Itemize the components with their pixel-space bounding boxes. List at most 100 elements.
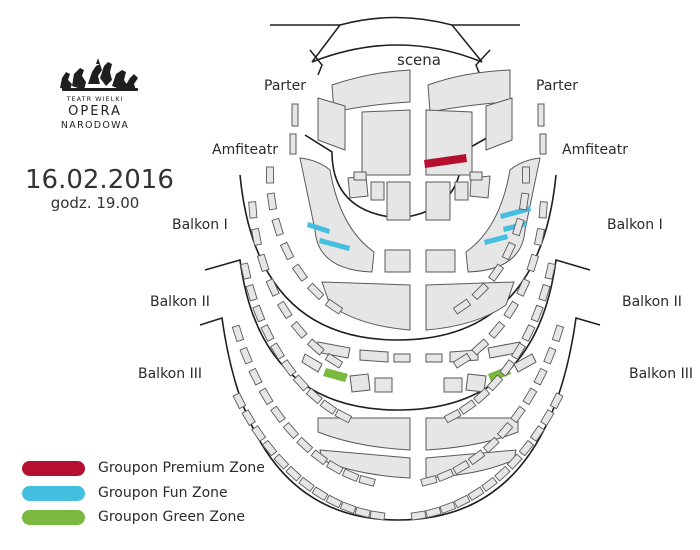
side-box <box>354 506 371 519</box>
side-box <box>280 359 297 377</box>
legend-item-premium: Groupon Premium Zone <box>22 459 265 477</box>
balkon2-arc-left <box>199 316 399 521</box>
side-box <box>245 283 258 302</box>
side-box <box>305 387 323 405</box>
logo-quadriga <box>60 58 138 91</box>
legend-swatch-fun <box>22 485 85 501</box>
side-box <box>325 460 344 475</box>
side-box <box>271 217 284 237</box>
side-box <box>358 475 376 487</box>
balkon1-blocks <box>301 341 537 393</box>
side-box <box>496 422 514 440</box>
side-box <box>319 399 338 415</box>
side-box <box>452 460 471 475</box>
side-box <box>311 486 329 501</box>
side-box <box>467 449 486 466</box>
balkon1-label-left: Balkon I <box>172 217 228 233</box>
side-box <box>522 166 530 184</box>
logo-line-narodowa: NARODOWA <box>60 120 130 131</box>
side-box <box>325 494 343 509</box>
side-box <box>266 192 278 211</box>
side-box <box>310 449 329 466</box>
side-box <box>540 409 555 427</box>
stage-label: scena <box>397 51 441 69</box>
side-box <box>265 278 280 297</box>
balkon1-label-right: Balkon I <box>607 217 663 233</box>
side-box <box>285 465 302 482</box>
side-box <box>510 342 527 361</box>
logo-line-opera: OPERA <box>68 104 122 119</box>
side-box <box>241 409 256 427</box>
side-box <box>499 359 516 377</box>
side-box <box>529 425 545 442</box>
side-box <box>282 422 300 440</box>
side-box <box>544 262 556 280</box>
side-box <box>279 241 295 261</box>
legend-label-green: Groupon Green Zone <box>98 509 245 525</box>
parter-side-boxes <box>289 103 547 155</box>
side-box <box>266 166 274 184</box>
side-box <box>452 298 472 315</box>
side-box <box>240 262 252 280</box>
side-box <box>516 278 531 297</box>
side-box <box>551 324 565 343</box>
side-box <box>324 352 344 369</box>
side-box <box>270 405 286 424</box>
balkon2-label-right: Balkon II <box>622 294 682 310</box>
side-box <box>292 374 310 392</box>
side-box <box>248 367 263 386</box>
side-box <box>488 320 506 339</box>
legend-item-fun: Groupon Fun Zone <box>22 484 228 502</box>
side-box <box>258 387 274 406</box>
side-box <box>518 439 535 457</box>
side-box <box>425 506 442 519</box>
side-box <box>452 352 472 369</box>
fun-zone-mark <box>484 234 508 245</box>
legend-item-green: Groupon Green Zone <box>22 508 245 526</box>
legend-label-fun: Groupon Fun Zone <box>98 485 228 501</box>
side-box <box>521 324 536 342</box>
side-box <box>467 486 485 501</box>
side-box <box>486 374 504 392</box>
event-date: 16.02.2016 <box>25 165 174 195</box>
side-box <box>252 304 266 323</box>
side-box <box>232 392 247 410</box>
side-box <box>503 300 520 320</box>
side-box <box>260 324 275 342</box>
balkon3-label-right: Balkon III <box>629 366 693 382</box>
side-box <box>458 399 477 415</box>
side-box <box>533 227 546 246</box>
side-box <box>518 192 530 211</box>
balkon2-arc-right <box>397 316 601 521</box>
fun-zone-mark <box>319 238 350 251</box>
side-box <box>248 201 258 219</box>
amfiteatr-label-right: Amfiteatr <box>562 142 628 158</box>
side-box <box>298 476 315 493</box>
side-box <box>522 387 538 406</box>
fun-zone-mark <box>307 222 330 234</box>
side-box <box>501 241 517 261</box>
side-box <box>436 468 455 483</box>
side-box <box>549 392 564 410</box>
side-box <box>341 468 360 483</box>
side-box <box>543 346 557 365</box>
side-box <box>324 298 344 315</box>
balkon3-label-left: Balkon III <box>138 366 202 382</box>
side-box <box>251 425 267 442</box>
legend-label-premium: Groupon Premium Zone <box>98 460 265 476</box>
side-boxes <box>231 166 565 521</box>
side-box <box>443 408 462 424</box>
side-box <box>306 338 325 356</box>
side-box <box>290 320 308 339</box>
side-box <box>334 408 353 424</box>
side-box <box>533 367 548 386</box>
side-box <box>273 453 290 470</box>
side-box <box>471 338 490 356</box>
side-box <box>481 476 498 493</box>
side-box <box>291 263 308 282</box>
side-box <box>369 510 386 521</box>
side-box <box>420 475 438 487</box>
side-box <box>256 253 270 273</box>
side-box <box>538 201 548 219</box>
